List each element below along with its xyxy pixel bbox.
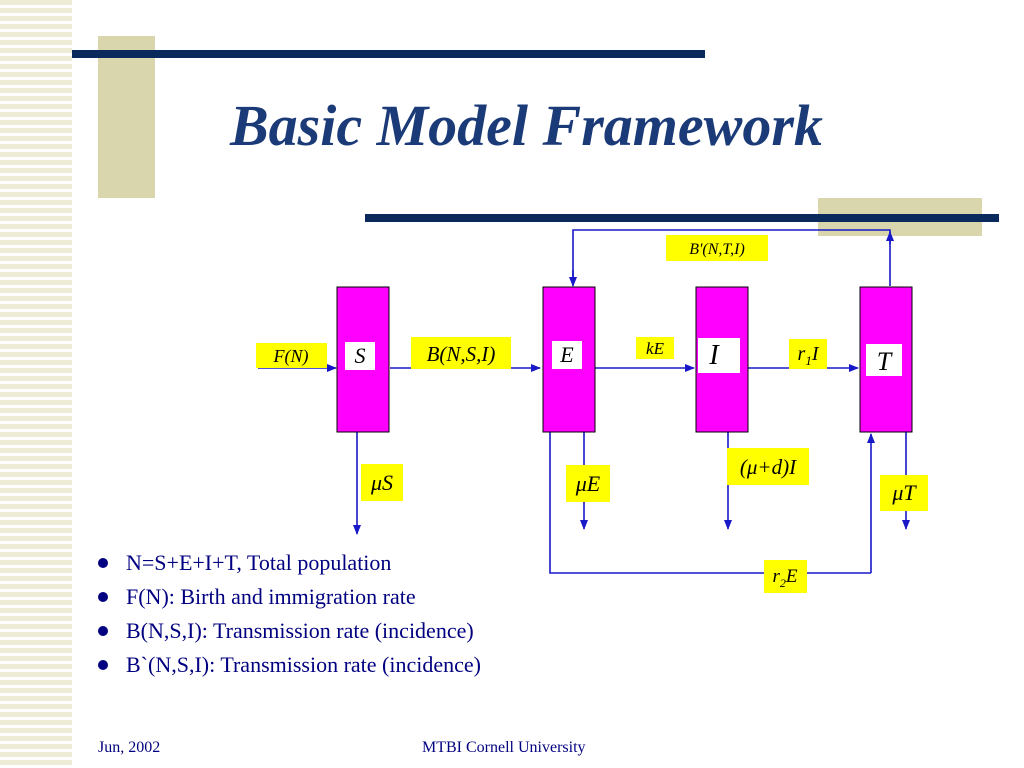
transmission-label: B(N,S,I) <box>427 342 496 366</box>
bullet-icon <box>98 592 108 602</box>
death-e-label-bg <box>566 465 610 502</box>
compartment-t-label: T <box>877 347 893 376</box>
footer-date: Jun, 2002 <box>98 739 161 756</box>
death-i-label: (μ+d)I <box>740 455 797 479</box>
death-s-label: μS <box>370 470 393 495</box>
compartment-s-label-bg <box>345 342 375 370</box>
treatment-e-label-bg <box>764 560 807 593</box>
death-s-label-bg <box>361 464 403 501</box>
title-accent-block <box>98 36 155 198</box>
birth-label: F(N) <box>273 346 309 367</box>
compartment-t-label-bg <box>866 344 902 376</box>
footer-institution: MTBI Cornell University <box>422 739 586 756</box>
treatment-e-path <box>549 432 871 574</box>
list-item: F(N): Birth and immigration rate <box>98 580 481 614</box>
compartment-e-label-bg <box>552 341 582 369</box>
flow-labels: F(N) B(N,S,I) kE r1I B'(N,T,I) μS μE (μ+… <box>256 235 928 593</box>
treatment-i-label: r1I <box>798 343 820 368</box>
compartment-t: T <box>859 286 913 433</box>
compartment-e: E <box>542 286 596 433</box>
list-item: N=S+E+I+T, Total population <box>98 546 481 580</box>
death-e-label: μE <box>575 471 601 496</box>
list-item: B(N,S,I): Transmission rate (incidence) <box>98 614 481 648</box>
compartment-e-label: E <box>559 342 574 367</box>
death-t-label: μT <box>891 480 917 505</box>
reinfection-label: B'(N,T,I) <box>689 241 745 258</box>
slide-title: Basic Model Framework <box>230 93 823 158</box>
bullet-icon <box>98 558 108 568</box>
transmission-label-bg <box>411 337 511 369</box>
list-item: B`(N,S,I): Transmission rate (incidence) <box>98 648 481 682</box>
compartment-s: S <box>336 286 390 433</box>
title-accent-line <box>72 50 705 58</box>
progression-label-bg <box>636 337 674 359</box>
bullet-icon <box>98 626 108 636</box>
side-stripes-decoration <box>0 0 72 768</box>
bullet-icon <box>98 660 108 670</box>
birth-label-bg <box>256 343 327 368</box>
compartment-s-label: S <box>355 343 366 368</box>
reinfection-arrow-path <box>572 229 891 286</box>
compartment-i: I <box>695 286 749 433</box>
death-i-label-bg <box>727 448 809 485</box>
divider-accent-line <box>365 214 999 222</box>
treatment-i-label-bg <box>789 339 827 369</box>
definitions-list: N=S+E+I+T, Total population F(N): Birth … <box>98 546 481 682</box>
compartment-i-label: I <box>708 340 720 371</box>
death-t-label-bg <box>880 475 928 511</box>
reinfection-label-bg <box>666 235 768 261</box>
progression-label: kE <box>646 339 665 358</box>
compartment-i-label-bg <box>698 338 740 373</box>
treatment-e-label: r2E <box>772 566 797 590</box>
